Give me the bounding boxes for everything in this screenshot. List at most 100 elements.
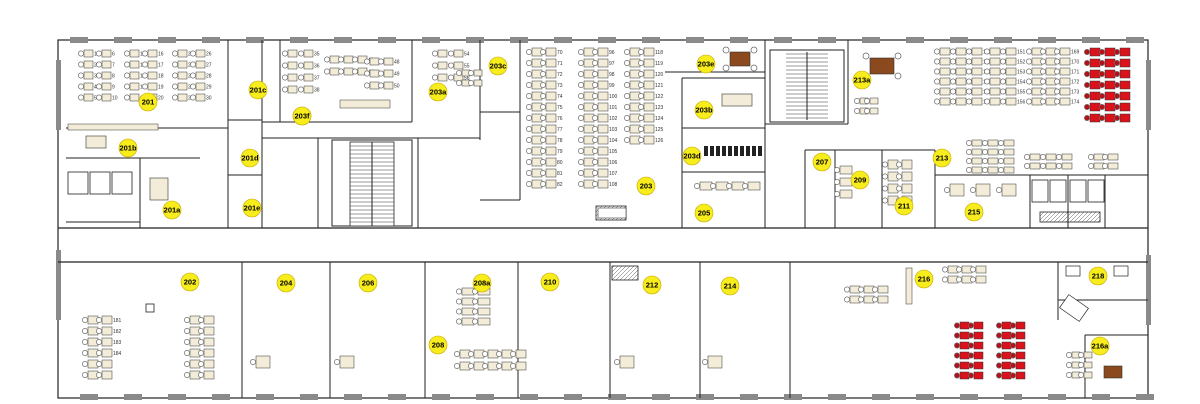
workstation [510, 349, 527, 359]
desk [597, 179, 609, 189]
chair [1114, 93, 1120, 99]
workstation [702, 355, 723, 369]
workstation [954, 351, 970, 360]
chair [1026, 88, 1032, 95]
chair [82, 328, 88, 334]
desk [545, 146, 557, 156]
chair [872, 296, 878, 303]
chair [834, 167, 840, 173]
desk [643, 113, 655, 123]
chair [1026, 48, 1032, 55]
chair [954, 372, 960, 379]
reserved-desk [1001, 331, 1012, 340]
chair [364, 70, 370, 77]
chair [468, 80, 474, 86]
workstation [1114, 91, 1131, 101]
chair [190, 61, 196, 68]
workstation [184, 359, 201, 369]
chair [184, 339, 190, 345]
seat-number: 77 [557, 127, 563, 133]
chair [1066, 362, 1072, 368]
chair [592, 126, 598, 132]
desk [83, 82, 94, 91]
window-pane-side [56, 250, 61, 320]
room-label-201: 201 [138, 92, 158, 112]
chair [142, 83, 148, 90]
workstation [184, 348, 201, 358]
reserved-desk [959, 341, 970, 350]
seat-number: 119 [655, 61, 663, 67]
chair [624, 104, 630, 110]
chair [742, 183, 748, 189]
workstation [882, 171, 899, 182]
chair [1040, 78, 1046, 85]
seat-number: 155 [1017, 89, 1026, 95]
workstation [864, 107, 879, 115]
seat-number: 18 [158, 73, 164, 79]
chair [448, 62, 454, 69]
workstation [472, 317, 491, 326]
chair [1000, 48, 1006, 55]
window-pane-top [818, 37, 836, 43]
room-label-205: 205 [694, 203, 714, 223]
room-label-203d: 203d [682, 146, 702, 166]
chair [482, 363, 488, 369]
window-pane-top [334, 37, 352, 43]
seat-number: 75 [557, 105, 563, 111]
seat-number: 28 [206, 73, 212, 79]
workstation [942, 275, 959, 284]
desk [369, 81, 380, 90]
desk [597, 157, 609, 167]
workstation: 1 [78, 49, 97, 58]
workstation: 154 [1000, 77, 1026, 85]
chair [124, 61, 130, 68]
chair [298, 50, 304, 57]
workstation [482, 361, 499, 371]
chair [592, 148, 598, 154]
desk [287, 61, 298, 70]
desk [971, 67, 983, 76]
workstation [966, 148, 983, 156]
chair [966, 140, 972, 146]
desk [955, 87, 967, 96]
chair [124, 94, 130, 101]
desk [975, 275, 987, 284]
workstation [742, 181, 761, 191]
desk [177, 71, 188, 80]
desk [287, 49, 298, 58]
chair [456, 288, 462, 295]
chair [78, 94, 84, 101]
desk [83, 49, 94, 58]
window-pane-top [642, 37, 660, 43]
window-pane-side [1146, 255, 1151, 325]
chair [998, 167, 1004, 173]
workstation: 35 [298, 49, 320, 57]
desk [597, 80, 609, 90]
chair [1084, 82, 1090, 88]
room-number: 203b [695, 106, 713, 115]
seat-number: 79 [557, 149, 563, 155]
chair [966, 158, 972, 164]
desk [971, 57, 983, 66]
workstation [1084, 102, 1101, 112]
window-pane-bottom [168, 394, 186, 400]
room-number: 203d [683, 152, 701, 161]
workstation: 74 [540, 91, 563, 101]
chair [184, 350, 190, 356]
chair [1040, 48, 1046, 55]
chair [982, 140, 988, 146]
chair [432, 50, 438, 57]
desk [989, 57, 1001, 66]
lab-bench [752, 146, 756, 156]
desk [955, 47, 967, 56]
workstation [472, 297, 491, 306]
workstation [872, 285, 889, 294]
room-badge [472, 273, 492, 293]
seat-number: 48 [394, 59, 400, 65]
chair [468, 351, 474, 357]
workstation [1099, 113, 1116, 123]
chair [864, 98, 870, 104]
chair [578, 181, 584, 187]
desk [83, 93, 94, 102]
seat-number: 8 [112, 73, 115, 79]
